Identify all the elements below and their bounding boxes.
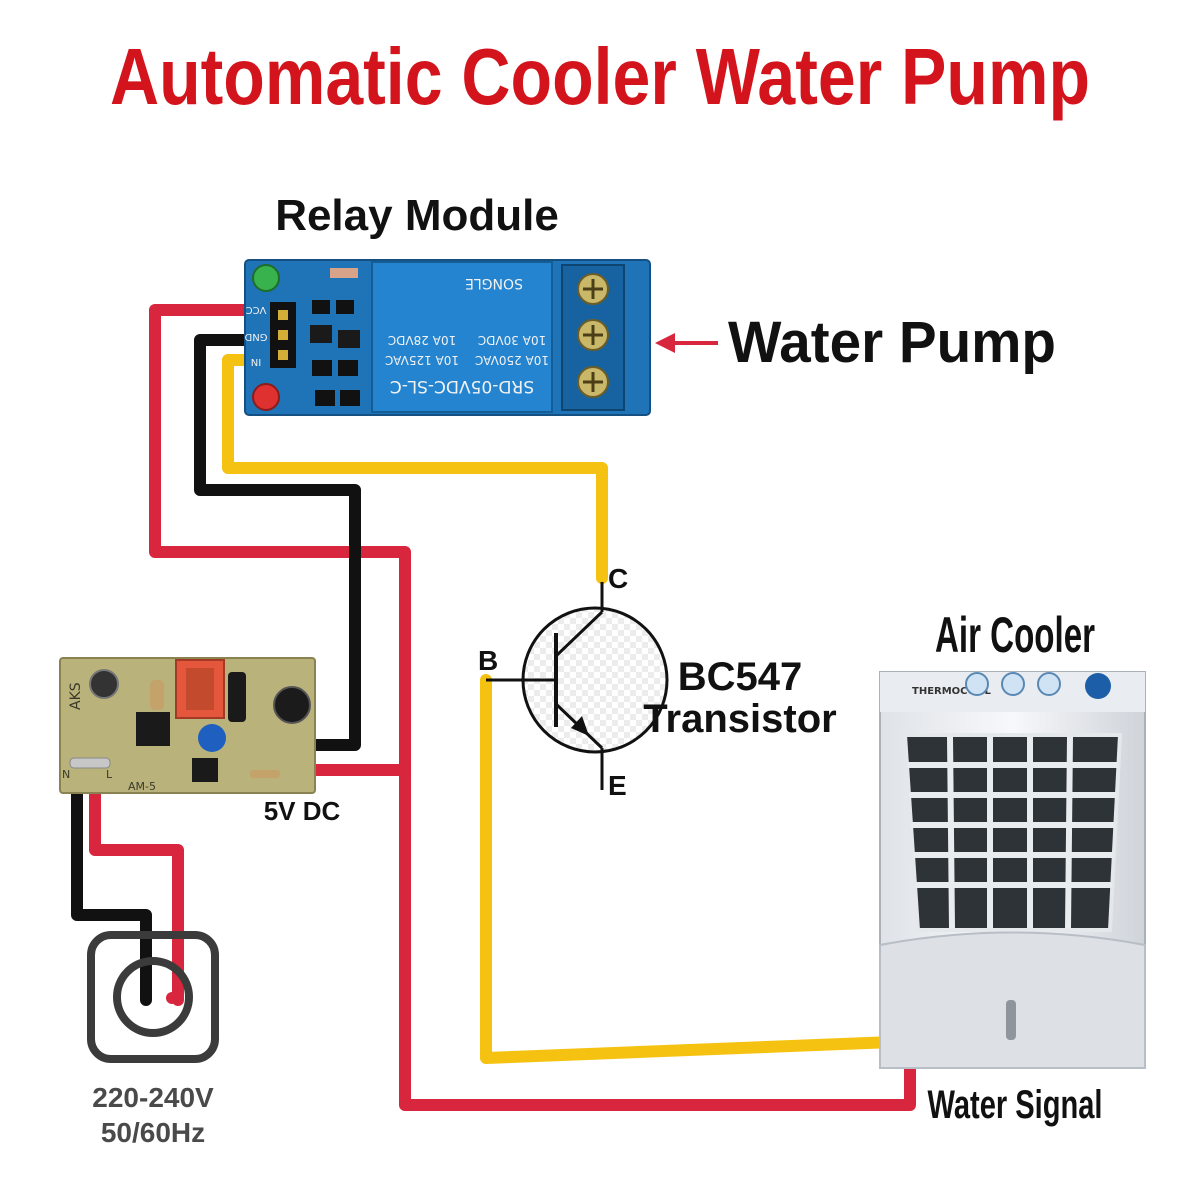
svg-text:10A 30VDC: 10A 30VDC [478,333,546,347]
relay-led-red [252,383,280,411]
terminal-screw-2 [577,319,609,351]
terminal-screw-3 [577,366,609,398]
svg-text:10A 250VAC: 10A 250VAC [475,353,549,367]
transistor-type-label: Transistor [643,697,836,741]
svg-text:10A 125VAC: 10A 125VAC [385,353,459,367]
air-cooler-image: THERMOCOOL [879,671,1146,1069]
water-signal-label: Water Signal [928,1083,1103,1127]
terminal-screw-1 [577,273,609,305]
mains-frequency-label: 50/60Hz [101,1117,205,1148]
wire-black-gnd [194,334,361,751]
wire-yellow-collector [222,354,608,584]
pin-e-label: E [608,770,627,801]
power-pin-n: N [62,768,70,781]
mains-socket-icon [87,931,219,1063]
wire-yellow-base [480,674,899,1064]
pin-c-label: C [608,563,628,594]
relay-led-green [252,264,280,292]
relay-coil-block [371,261,553,413]
air-cooler-label: Air Cooler [935,607,1095,663]
power-module-model: AM-5 [128,780,156,793]
svg-text:SRD-05VDC-SL-C: SRD-05VDC-SL-C [390,376,534,396]
water-pump-arrow-head [655,333,675,353]
relay-pin-vcc-label: VCC [246,304,267,315]
transistor-model-label: BC547 [678,655,803,699]
cooler-brand: THERMOCOOL [912,686,992,697]
water-pump-label: Water Pump [728,310,1056,375]
relay-pin-gnd-label: GND [244,331,267,342]
diagram-title: Automatic Cooler Water Pump [110,32,1090,121]
wire-red-mains [89,764,184,1006]
wire-black-mains [71,764,152,1006]
mains-voltage-label: 220-240V [92,1082,214,1113]
transistor-bc547 [486,582,669,790]
emitter-arrow [571,716,589,736]
power-module-brand: AKS [68,682,84,710]
five-v-dc-label: 5V DC [264,796,341,826]
wire-red-vcc [149,304,916,1111]
svg-text:10A 28VDC: 10A 28VDC [388,333,456,347]
power-pin-l: L [106,768,113,781]
relay-pin-in-label: IN [251,356,261,367]
svg-text:SONGLE: SONGLE [465,275,523,291]
power-supply-module: AKS AM-5 N L [59,657,316,794]
pin-b-label: B [478,645,498,676]
relay-module-label: Relay Module [275,191,559,240]
relay-module: SRD-05VDC-SL-C 10A 250VAC 10A 125VAC 10A… [244,259,651,416]
